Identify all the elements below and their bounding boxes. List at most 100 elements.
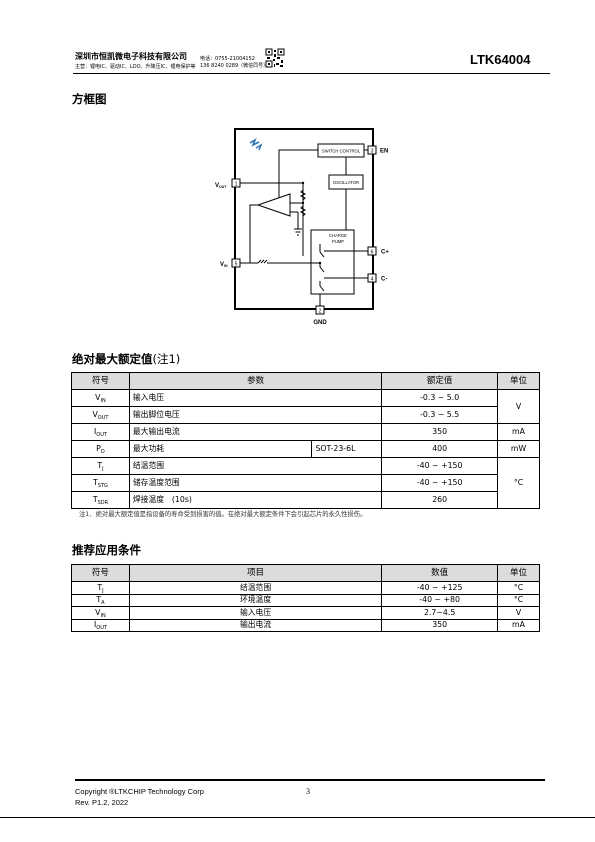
value-cell: -0.3 ~ 5.5 <box>381 406 499 424</box>
diagram-wiring <box>240 149 368 306</box>
symbol-cell: TA <box>71 593 130 607</box>
pin-gnd-label: GND <box>313 320 327 326</box>
table-row: VIN 输入电压 2.7~4.5 V <box>71 606 540 620</box>
package-cell: SOT-23-6L <box>311 440 383 458</box>
unit-cell: mW <box>497 440 540 458</box>
value-cell: 350 <box>381 423 499 441</box>
pin-vin-label: VIN <box>220 262 228 268</box>
footer-copyright: Copyright ®LTKCHIP Technology Corp <box>75 787 204 796</box>
item-cell: 输入电压 <box>128 606 383 620</box>
abs-max-table: 符号 参数 额定值 单位 VIN 输入电压 -0.3 ~ 5.0 V VOUT … <box>71 372 540 509</box>
table-row: IOUT 最大输出电流 350 mA <box>71 423 540 441</box>
param-cell: 最大输出电流 <box>128 423 383 441</box>
abs-max-footnote: 注1．绝对最大额定值是指设备的寿命受到损害的值。在绝对最大额定条件下会引起芯片的… <box>79 511 367 518</box>
part-number: LTK64004 <box>470 52 531 67</box>
svg-text:2: 2 <box>319 309 322 315</box>
charge-pump-block <box>310 229 355 295</box>
value-cell: 400 <box>381 440 499 458</box>
block-diagram-title: 方框图 <box>72 92 107 106</box>
param-cell: 储存温度范围 <box>128 474 383 492</box>
col-header-value: 数值 <box>381 564 499 582</box>
unit-cell: V <box>497 606 540 620</box>
table-row: PD 最大功耗 SOT-23-6L 400 mW <box>71 440 540 458</box>
charge-pump-label-1: CHARGE <box>329 233 347 238</box>
svg-text:1: 1 <box>235 182 238 188</box>
value-cell: -40 ~ +150 <box>381 474 499 492</box>
svg-text:3: 3 <box>371 149 374 155</box>
unit-cell: °C <box>497 457 540 509</box>
symbol-cell: VOUT <box>71 406 130 424</box>
company-products: 主营：锂电IC、驱动IC、LDO、升降压IC、锂电保护等 <box>75 64 196 70</box>
oscillator-label: OSCILLATOR <box>333 180 359 185</box>
value-cell: 2.7~4.5 <box>381 606 499 620</box>
col-header-symbol: 符号 <box>71 564 130 582</box>
value-cell: 350 <box>381 618 499 632</box>
abs-max-note-ref: (注1) <box>152 352 181 366</box>
pin-en-label: EN <box>380 149 388 155</box>
ltk-logo-icon <box>249 138 263 151</box>
company-mobile: 136 8240 0289（微信同号） <box>200 63 269 69</box>
param-cell: 输入电压 <box>128 389 383 407</box>
footer-revision: Rev. P1.2, 2022 <box>75 798 129 807</box>
svg-text:6: 6 <box>371 250 374 256</box>
table-row: IOUT 输出电流 350 mA <box>71 618 540 632</box>
footer-divider <box>75 779 545 781</box>
symbol-cell: VIN <box>71 389 130 407</box>
unit-cell: mA <box>497 618 540 632</box>
symbol-cell: IOUT <box>71 618 130 632</box>
pin-cminus-label: C- <box>381 277 387 283</box>
value-cell: -40 ~ +125 <box>381 581 499 595</box>
param-cell: 结温范围 <box>128 457 383 475</box>
value-cell: 260 <box>381 491 499 509</box>
param-cell: 输出脚位电压 <box>128 406 383 424</box>
table-row: TSDR 焊接温度 (10s) 260 <box>71 491 540 509</box>
param-cell: 焊接温度 (10s) <box>128 491 383 509</box>
recommended-table: 符号 项目 数值 单位 TJ 结温范围 -40 ~ +125 °C TA 环境温… <box>71 564 540 632</box>
col-header-unit: 单位 <box>497 372 540 390</box>
symbol-cell: TSTG <box>71 474 130 492</box>
table-row: TA 环境温度 -40 ~ +80 °C <box>71 593 540 607</box>
block-diagram: SWITCH CONTROL OSCILLATOR CHARGE PUMP 3 … <box>215 128 389 326</box>
value-cell: -0.3 ~ 5.0 <box>381 389 499 407</box>
page-number: 3 <box>306 787 310 796</box>
col-header-item: 项目 <box>128 564 383 582</box>
table-header-row: 符号 项目 数值 单位 <box>71 564 540 582</box>
symbol-cell: IOUT <box>71 423 130 441</box>
symbol-cell: TJ <box>71 581 130 595</box>
page-bottom-rule <box>0 817 595 818</box>
company-phone: 电话：0755-21004152 <box>200 56 255 62</box>
item-cell: 环境温度 <box>128 593 383 607</box>
chip-outline <box>234 128 374 310</box>
switch-control-label: SWITCH CONTROL <box>322 149 361 154</box>
pin-vout-label: VOUT <box>215 183 227 189</box>
item-cell: 输出电流 <box>128 618 383 632</box>
recommended-title: 推荐应用条件 <box>72 543 141 557</box>
table-header-row: 符号 参数 额定值 单位 <box>71 372 540 390</box>
qr-code-icon <box>265 48 285 68</box>
charge-pump-label-2: PUMP <box>332 239 344 244</box>
abs-max-title: 绝对最大额定值(注1) <box>72 352 181 366</box>
table-row: VOUT 输出脚位电压 -0.3 ~ 5.5 <box>71 406 540 424</box>
col-header-unit: 单位 <box>497 564 540 582</box>
unit-cell: °C <box>497 581 540 595</box>
svg-text:5: 5 <box>235 262 238 268</box>
param-cell: 最大功耗 <box>128 440 313 458</box>
item-cell: 结温范围 <box>128 581 383 595</box>
company-name: 深圳市恒凯微电子科技有限公司 <box>75 52 187 61</box>
unit-cell: mA <box>497 423 540 441</box>
symbol-cell: VIN <box>71 606 130 620</box>
table-row: TSTG 储存温度范围 -40 ~ +150 <box>71 474 540 492</box>
table-row: TJ 结温范围 -40 ~ +150 °C <box>71 457 540 509</box>
unit-cell: V <box>497 389 540 424</box>
value-cell: -40 ~ +80 <box>381 593 499 607</box>
svg-text:4: 4 <box>371 277 374 283</box>
symbol-cell: PD <box>71 440 130 458</box>
symbol-cell: TJ <box>71 457 130 475</box>
symbol-cell: TSDR <box>71 491 130 509</box>
col-header-param: 参数 <box>128 372 383 390</box>
col-header-symbol: 符号 <box>71 372 130 390</box>
pin-cplus-label: C+ <box>381 250 389 256</box>
header-divider <box>73 73 550 74</box>
value-cell: -40 ~ +150 <box>381 457 499 475</box>
table-row: VIN 输入电压 -0.3 ~ 5.0 V <box>71 389 540 424</box>
